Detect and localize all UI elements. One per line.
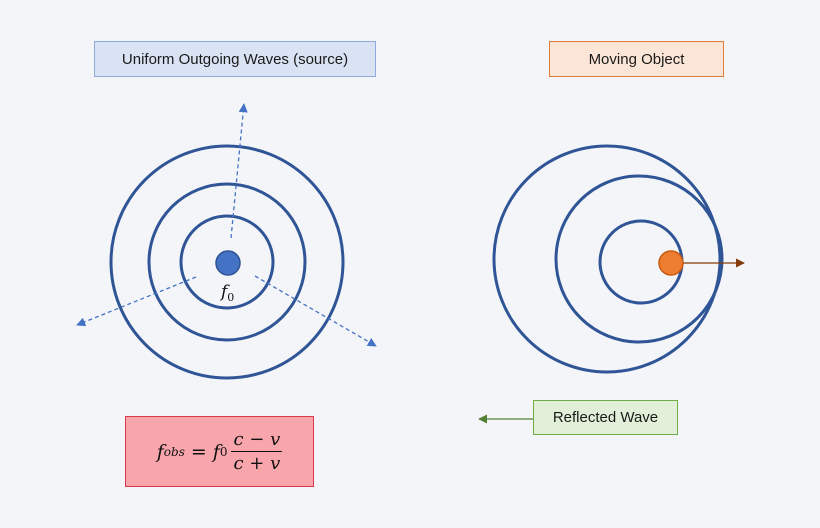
formula-equals: = bbox=[190, 440, 207, 463]
ray-up-arrow bbox=[230, 103, 248, 239]
reflected-wave-label: Reflected Wave bbox=[533, 400, 678, 435]
moving-object-label: Moving Object bbox=[549, 41, 724, 77]
f0-subscript: 0 bbox=[227, 291, 235, 304]
source-label: Uniform Outgoing Waves (source) bbox=[94, 41, 376, 77]
ray-left-arrow bbox=[76, 276, 197, 327]
object-wave-rings bbox=[492, 144, 724, 374]
formula-numerator: c − v bbox=[231, 429, 283, 452]
formula-denominator: c + v bbox=[233, 453, 281, 474]
formula-coef-subscript: 0 bbox=[219, 444, 228, 459]
source-wave-rings bbox=[109, 144, 345, 380]
source-ring-middle bbox=[147, 182, 307, 342]
source-rays bbox=[76, 103, 377, 347]
f0-symbol: f bbox=[221, 282, 228, 302]
ray-right-arrow bbox=[254, 275, 377, 347]
source-frequency-label: f0 bbox=[221, 282, 234, 304]
object-ring-middle bbox=[554, 174, 724, 344]
formula-lhs-symbol: f bbox=[156, 440, 164, 463]
formula-fraction: c − v c + v bbox=[231, 429, 283, 474]
source-dot bbox=[215, 250, 241, 276]
source-ring-outer bbox=[109, 144, 345, 380]
formula-coef-symbol: f bbox=[212, 440, 220, 463]
source-ring-inner bbox=[179, 214, 275, 310]
moving-object-dot bbox=[658, 250, 684, 276]
object-ring-outer bbox=[492, 144, 722, 374]
formula-lhs-subscript: obs bbox=[163, 444, 185, 459]
